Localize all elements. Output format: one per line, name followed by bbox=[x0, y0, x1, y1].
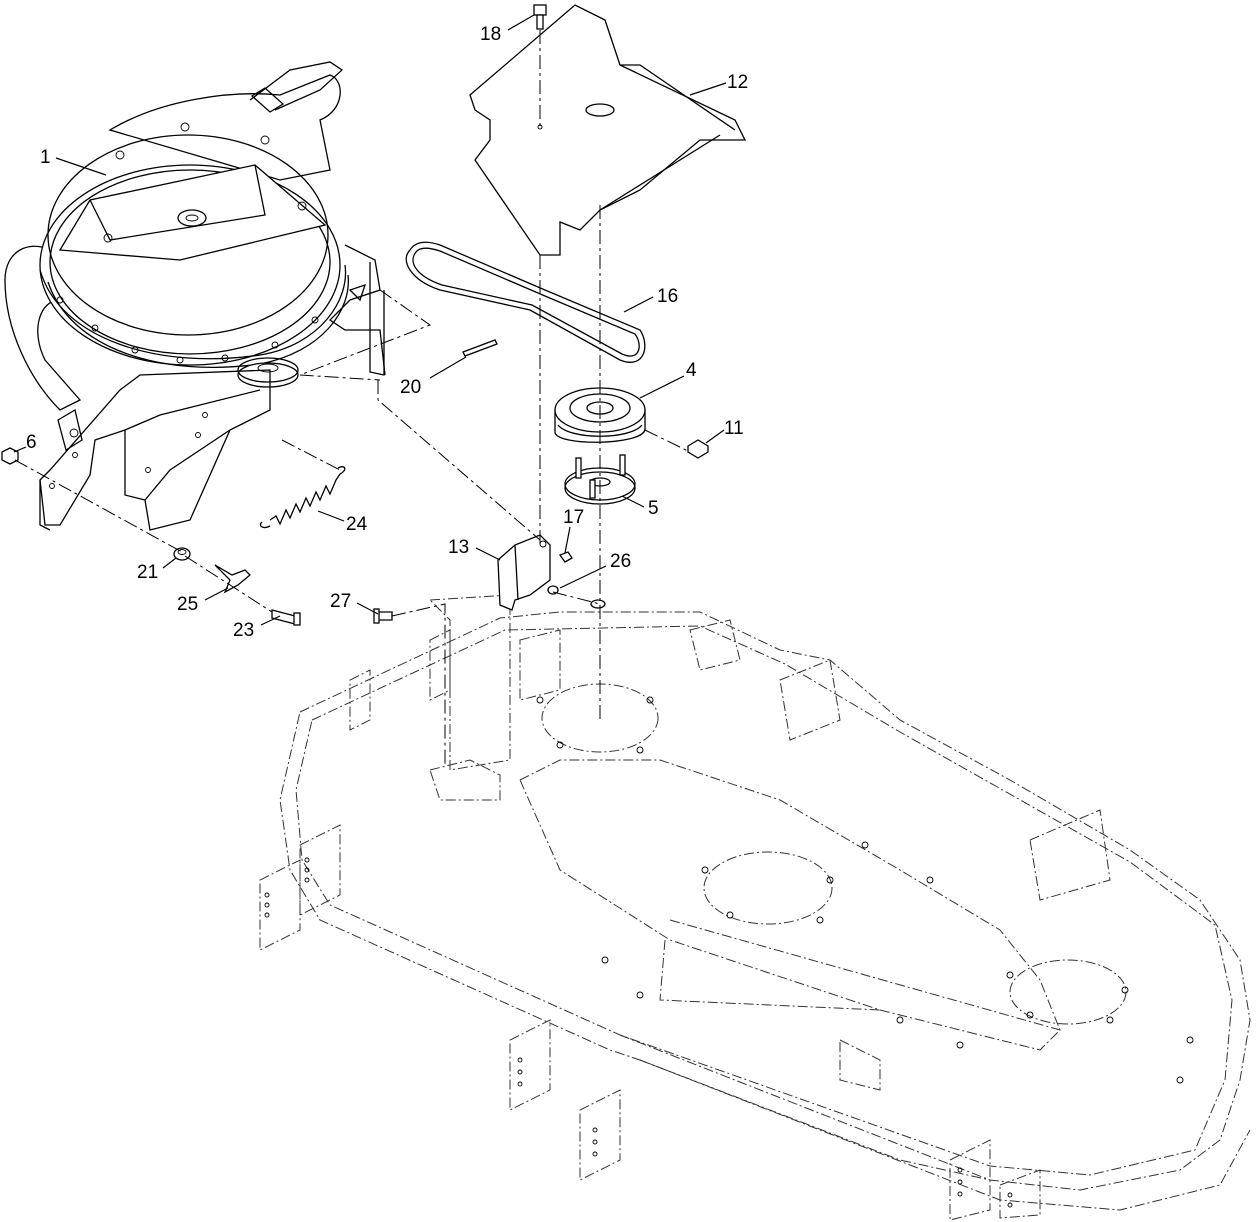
nut-6 bbox=[1, 447, 19, 465]
mower-deck bbox=[259, 594, 1251, 1221]
callout-6: 6 bbox=[26, 432, 37, 453]
callout-21: 21 bbox=[137, 562, 158, 583]
callout-17: 17 bbox=[563, 507, 584, 528]
callout-24: 24 bbox=[346, 514, 368, 535]
callout-27: 27 bbox=[330, 591, 351, 612]
bolt-23 bbox=[271, 609, 301, 626]
callout-1: 1 bbox=[40, 147, 51, 168]
callout-25: 25 bbox=[177, 594, 198, 615]
clip-25 bbox=[214, 564, 251, 594]
assembly-lines bbox=[14, 30, 691, 765]
callout-11: 11 bbox=[724, 418, 744, 439]
belt-cover bbox=[469, 4, 747, 256]
blower-housing-assembly bbox=[4, 61, 386, 531]
bracket-13 bbox=[497, 534, 551, 611]
callout-13: 13 bbox=[448, 537, 469, 558]
drive-belt bbox=[405, 241, 646, 363]
callout-5: 5 bbox=[648, 498, 659, 519]
callout-12: 12 bbox=[727, 72, 748, 93]
bolt-18 bbox=[533, 4, 547, 30]
callout-labels: 1 4 5 6 11 12 13 16 17 18 20 21 23 24 25… bbox=[26, 24, 748, 641]
washer-deck bbox=[590, 599, 606, 609]
callout-leaders bbox=[13, 14, 727, 626]
callout-23: 23 bbox=[233, 620, 254, 641]
callout-26: 26 bbox=[610, 551, 631, 572]
nut-11 bbox=[687, 439, 709, 459]
washer-26 bbox=[547, 585, 559, 595]
pin-20 bbox=[462, 339, 498, 357]
callout-20: 20 bbox=[400, 377, 421, 398]
nut-17 bbox=[558, 551, 573, 563]
callout-4: 4 bbox=[686, 360, 697, 381]
spring-24 bbox=[259, 466, 346, 529]
callout-16: 16 bbox=[657, 286, 678, 307]
bolt-27 bbox=[373, 608, 393, 624]
callout-18: 18 bbox=[480, 24, 501, 45]
